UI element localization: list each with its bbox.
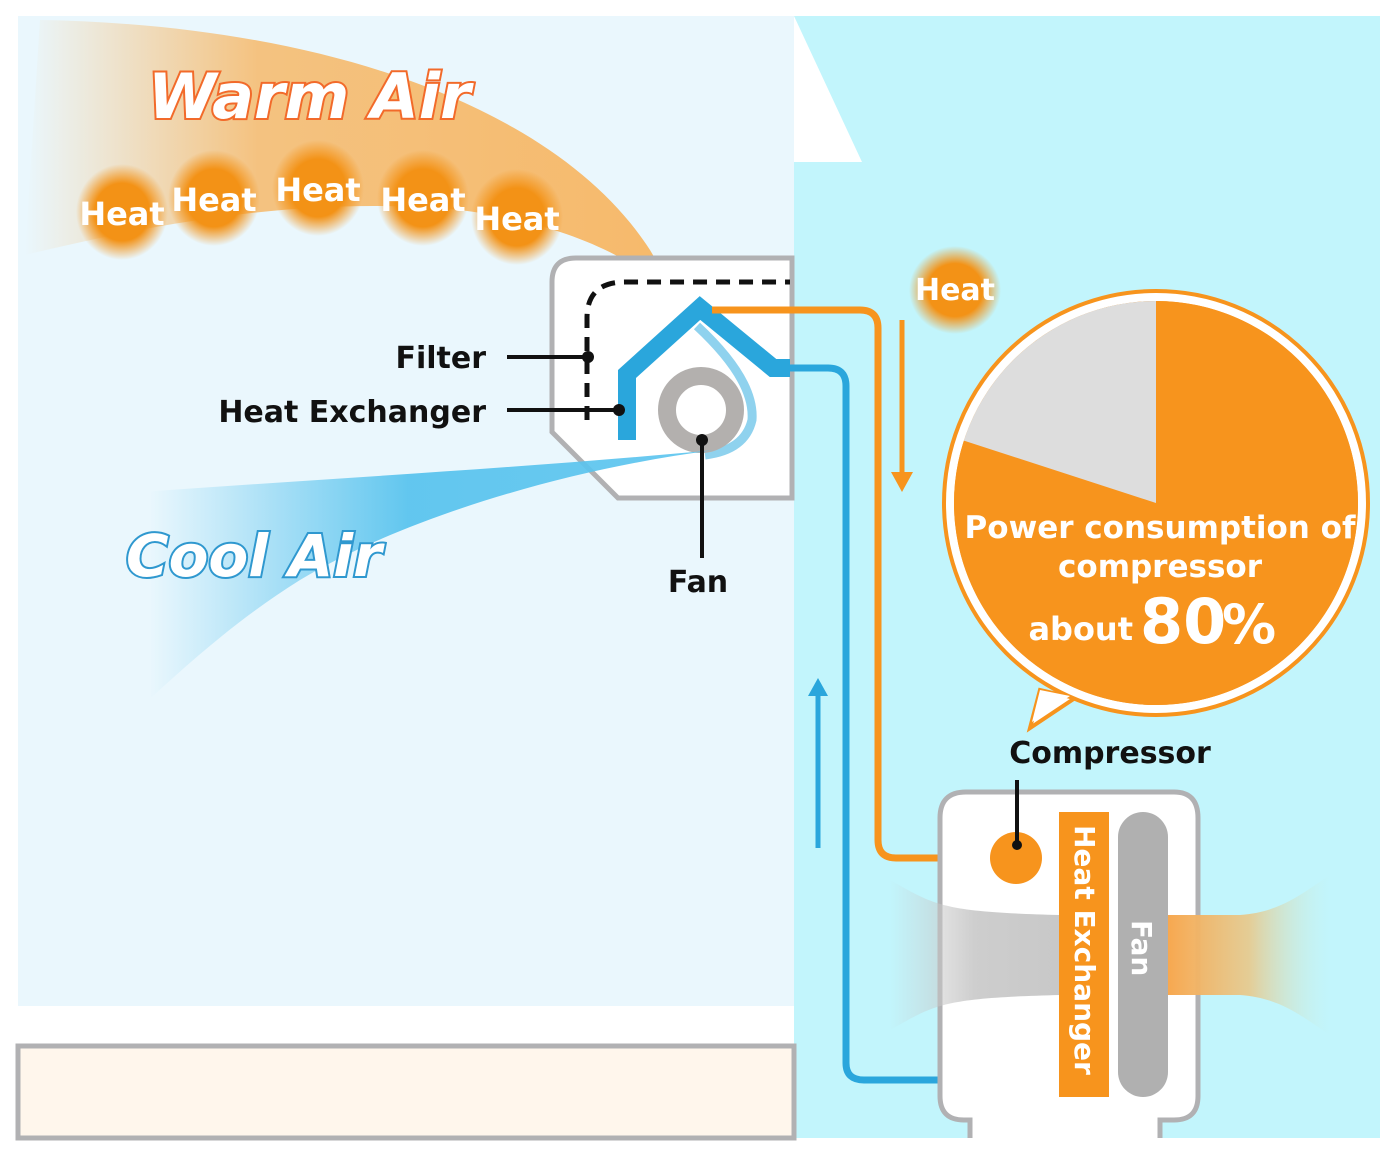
outdoor-unit: Heat Exchanger Fan xyxy=(890,780,1330,1138)
callout-about: about xyxy=(1028,610,1133,648)
floor xyxy=(15,1043,797,1141)
warm-air-title: Warm Air xyxy=(148,60,474,133)
filter xyxy=(584,279,790,420)
callout-line1: Power consumption of xyxy=(965,510,1356,546)
compressor xyxy=(990,832,1042,884)
heat-blob: Heat xyxy=(377,150,469,246)
svg-text:Heat: Heat xyxy=(79,195,164,233)
outdoor-heat-exchanger xyxy=(1059,812,1109,1097)
callout-unit: % xyxy=(1222,593,1276,656)
heat-blob-outdoor: Heat xyxy=(909,246,1001,334)
filter-label: Filter xyxy=(395,341,486,376)
wall-ledge xyxy=(18,1006,794,1046)
svg-text:Heat: Heat xyxy=(915,273,995,308)
indoor-heat-exchanger-label: Heat Exchanger xyxy=(218,395,486,430)
pie-slice-other xyxy=(963,301,1156,503)
heat-blob: Heat xyxy=(168,150,260,246)
heat-exchanger-indoor xyxy=(618,296,790,440)
cold-refrigerant-pipe xyxy=(790,364,982,1084)
compressor-label: Compressor xyxy=(1009,736,1211,771)
indoor-unit xyxy=(549,255,795,501)
heat-blob: Heat xyxy=(76,164,168,260)
svg-text:Heat: Heat xyxy=(171,181,256,219)
heat-blob: Heat xyxy=(471,169,563,265)
flow-down-arrow-icon xyxy=(891,472,913,492)
power-callout: Power consumption of compressor about 80… xyxy=(942,289,1370,733)
callout-line2: compressor xyxy=(1058,549,1263,585)
hot-refrigerant-pipe xyxy=(712,306,1012,862)
svg-text:Heat: Heat xyxy=(380,181,465,219)
outdoor-fan xyxy=(1118,812,1168,1097)
outdoor-heat-exchanger-label: Heat Exchanger xyxy=(1068,825,1101,1075)
svg-text:Heat: Heat xyxy=(474,200,559,238)
indoor-fan-label: Fan xyxy=(668,565,728,600)
heat-blob: Heat xyxy=(272,140,364,236)
flow-up-arrow-icon xyxy=(808,678,828,696)
callout-value: 80 xyxy=(1140,585,1226,658)
outdoor-fan-label: Fan xyxy=(1125,920,1158,976)
cool-air-title: Cool Air xyxy=(126,522,385,590)
cool-air-stream xyxy=(100,450,715,745)
svg-text:Heat: Heat xyxy=(275,171,360,209)
